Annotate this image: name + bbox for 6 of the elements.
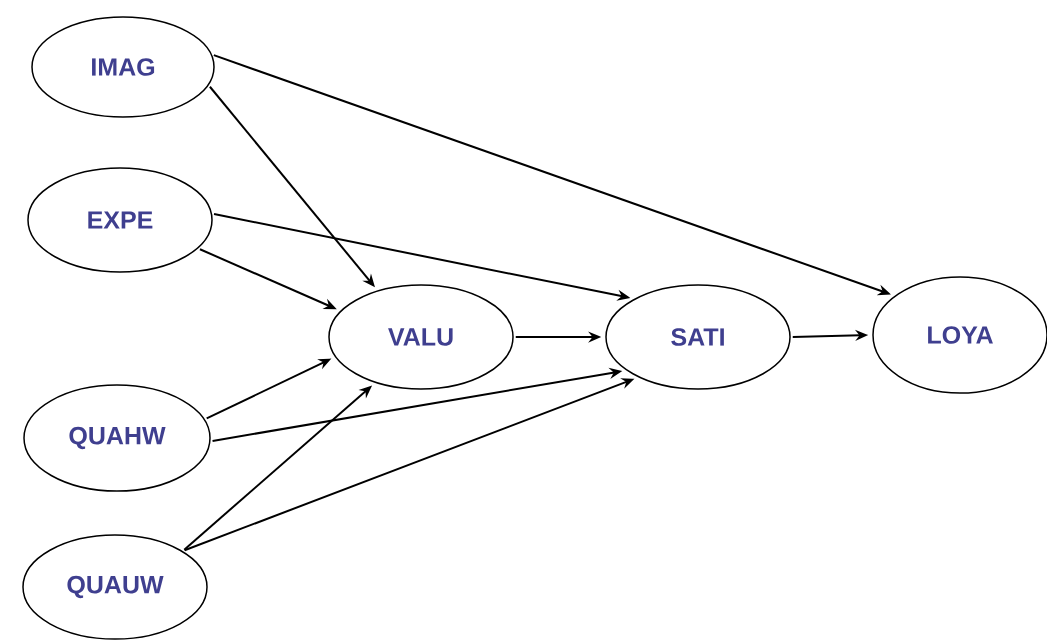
- ellipse-node: IMAG: [31, 16, 215, 118]
- ellipse-node: QUAUW: [22, 534, 208, 640]
- ellipse-node: QUAHW: [23, 384, 211, 492]
- ellipse-node: EXPE: [27, 167, 213, 273]
- ellipse-node: VALU: [328, 284, 514, 390]
- ellipse-node: SATI: [605, 284, 791, 390]
